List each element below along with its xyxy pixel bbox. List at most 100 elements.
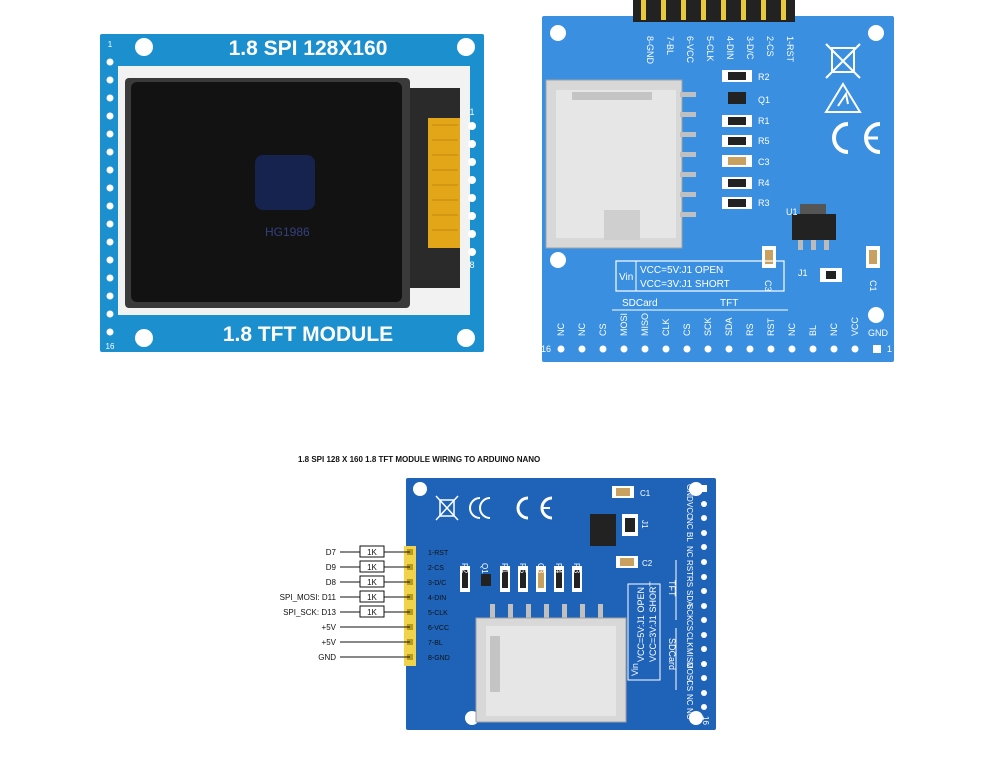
wiring-jumper-5v: VCC=5V:J1 OPEN [636, 587, 646, 662]
label-u1: U1 [786, 207, 798, 217]
wiring-smd-components [460, 486, 638, 592]
label-j1: J1 [798, 268, 808, 278]
back-bottom-pin-labels: NC NC CS MOSI MISO CLK CS SCK SDA RS RST… [556, 313, 889, 338]
label-q1: Q1 [758, 95, 770, 105]
row-arduino-label: D9 [326, 563, 337, 572]
back-bottom-pads [557, 345, 881, 353]
side-pin-label: NC [685, 708, 694, 720]
side-pin-label: GND [685, 484, 694, 502]
wiring-weee-icon [435, 495, 459, 521]
row-pin-label: 4-DIN [428, 595, 446, 602]
label-c1: C1 [868, 280, 878, 292]
label-r4: R4 [758, 178, 770, 188]
row-pin-label: 6-VCC [428, 625, 449, 632]
weee-bin-icon [825, 43, 861, 79]
header-pin [741, 0, 746, 20]
wiring-jumper-box [627, 583, 661, 681]
label-c3b: C3 [763, 280, 773, 292]
side-pin-label: NC [685, 518, 694, 530]
header-label: 3-D/C [745, 36, 755, 60]
wiring-label-r1: R1 [500, 563, 509, 574]
front-mount-hole-tl [135, 38, 153, 56]
header-label: 5-CLK [705, 36, 715, 62]
header-pin [641, 0, 646, 20]
back-smd-components [722, 70, 752, 209]
bottom-pin-label: SDA [724, 317, 734, 336]
side-pin-label: SCK [685, 604, 694, 621]
header-pin [701, 0, 706, 20]
wiring-title: 1.8 SPI 128 X 160 1.8 TFT MODULE WIRING … [298, 455, 540, 464]
row-resistor-label: 1K [367, 608, 377, 617]
header-label: 7-BL [665, 36, 675, 55]
wiring-mount-hole-tr [689, 482, 703, 496]
wiring-diagram: 1.8 SPI 128 X 160 1.8 TFT MODULE WIRING … [280, 455, 716, 730]
side-pin-label: NC [685, 546, 694, 558]
bottom-pin-label: GND [868, 328, 889, 338]
bottom-pin-label: MISO [640, 313, 650, 336]
back-component-labels: R2 Q1 R1 R5 C3 R4 R3 [758, 72, 770, 208]
row-resistor-label: 1K [367, 593, 377, 602]
row-resistor-label: 1K [367, 578, 377, 587]
row-arduino-label: SPI_SCK: D13 [283, 608, 336, 617]
wiring-pin16-label: 16 [701, 716, 710, 725]
row-arduino-label: D7 [326, 548, 337, 557]
row-pin-label: 8-GND [428, 655, 450, 662]
wiring-label-j1: J1 [640, 520, 649, 529]
wiring-label-c2: C2 [642, 559, 653, 568]
watermark-logo [255, 155, 315, 210]
wiring-row: SPI_MOSI: D11 1K 4-DIN [280, 590, 446, 603]
wiring-group-sdcard: SDCard [667, 638, 677, 670]
header-label: 1-RST [785, 36, 795, 63]
jumper-note-5v: VCC=5V:J1 OPEN [640, 265, 723, 276]
front-mount-hole-tr [457, 38, 475, 56]
row-pin-label: 1-RST [428, 550, 449, 557]
bottom-pin-label: NC [787, 323, 797, 336]
label-r1: R1 [758, 116, 770, 126]
bottom-pin-label: RS [745, 323, 755, 336]
back-module: 8-GND 7-BL 6-VCC 5-CLK 4-DIN 3-D/C 2-CS … [541, 0, 894, 362]
wiring-header-strip [404, 546, 416, 666]
side-pin-label: MISO [685, 648, 694, 668]
wiring-esd-icon [469, 497, 491, 519]
bottom-pin-label: CS [682, 323, 692, 336]
side-pin-label: MOSI [685, 662, 694, 682]
row-resistor-label: 1K [367, 563, 377, 572]
row-pin-label: 2-CS [428, 565, 444, 572]
c3-body [765, 250, 773, 264]
front-top-title: 1.8 SPI 128X160 [229, 37, 388, 60]
wiring-label-c3: C3 [536, 563, 545, 574]
back-group-tft: TFT [720, 298, 738, 309]
row-arduino-label: GND [318, 653, 336, 662]
jumper-note-box [615, 260, 785, 292]
back-mount-hole-tr [868, 25, 884, 41]
front-right-pin8-label: 8 [469, 260, 474, 270]
j1-body [826, 271, 836, 279]
wiring-row: +5V 6-VCC [322, 623, 449, 632]
row-arduino-label: D8 [326, 578, 337, 587]
header-label: 8-GND [645, 36, 655, 65]
header-pin [661, 0, 666, 20]
wiring-row: SPI_SCK: D13 1K 5-CLK [283, 605, 448, 618]
side-pin-label: VCC [685, 502, 694, 519]
back-mount-hole-br [868, 307, 884, 323]
bottom-pin-label: CS [598, 323, 608, 336]
bottom-pin-label: NC [829, 323, 839, 336]
label-r2: R2 [758, 72, 770, 82]
wiring-ce-icon [516, 496, 553, 520]
fpc-traces [432, 124, 458, 231]
wiring-row: GND 8-GND [318, 653, 450, 662]
row-pin-label: 7-BL [428, 640, 443, 647]
back-mount-hole-bl [550, 252, 566, 268]
front-left-pads [106, 58, 114, 336]
jumper-note-vin: Vin [619, 272, 633, 283]
ce-mark-icon [832, 122, 881, 154]
wiring-jumper-vin: Vin [630, 663, 640, 676]
side-pin-label: RS [685, 576, 694, 587]
wiring-side-pin-labels: GND VCC NC BL NC RST RS SDA SCK CS CLK M… [685, 484, 694, 720]
wiring-side-pads [700, 485, 707, 710]
sd-card-slot [545, 79, 696, 249]
header-label: 2-CS [765, 36, 775, 57]
row-pin-label: 3-D/C [428, 580, 446, 587]
side-pin-label: RST [685, 560, 694, 576]
bottom-pin-label: NC [577, 323, 587, 336]
